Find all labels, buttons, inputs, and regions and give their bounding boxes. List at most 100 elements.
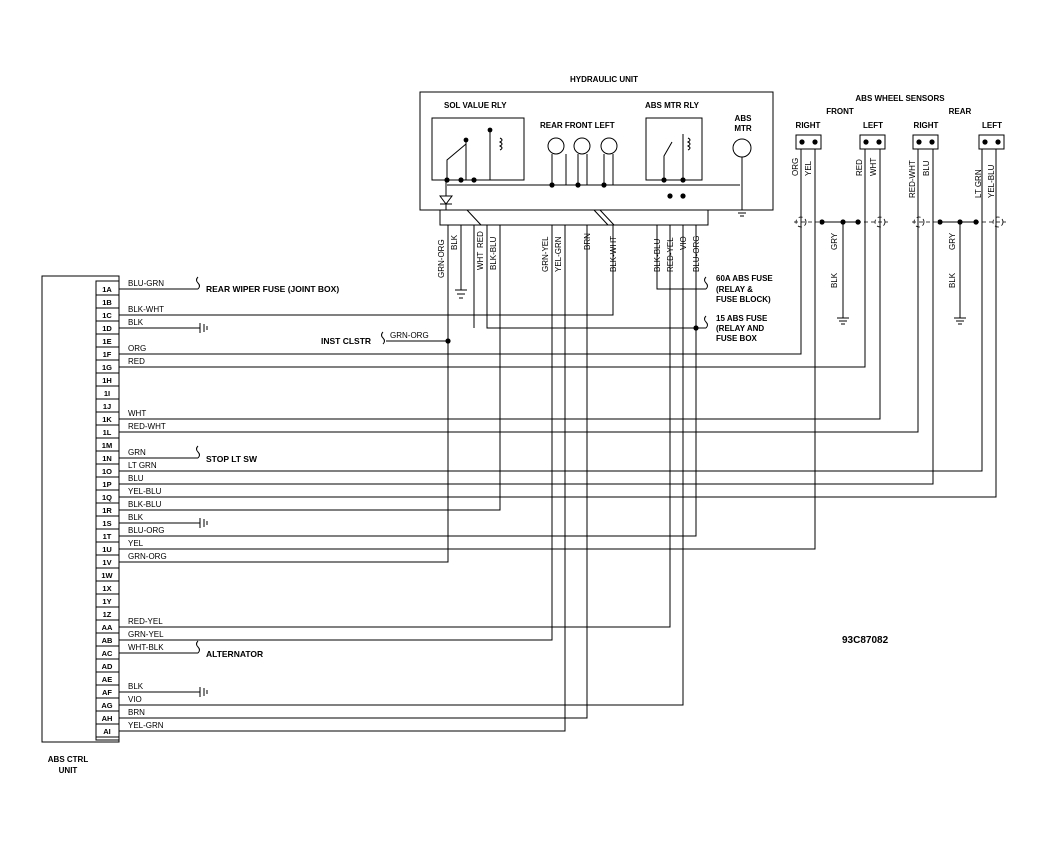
pin-wires: [119, 149, 997, 732]
wire-to-60a-fuse: [656, 225, 706, 290]
wire-1r: [119, 225, 501, 511]
rear-wiper-fuse-label: REAR WIPER FUSE (JOINT BOX): [206, 284, 339, 294]
pin-label: 1R: [102, 506, 112, 515]
pin-label: 1Y: [102, 597, 111, 606]
front-label: FRONT: [826, 107, 854, 116]
pin-label: 1D: [102, 324, 112, 333]
fuse-15-label-1: 15 ABS FUSE: [716, 314, 768, 323]
rear-gry-label: GRY: [948, 232, 957, 250]
pin-label: 1L: [103, 428, 112, 437]
sol-relay-dot-4: [458, 177, 464, 183]
fuse-symbol-1a: [196, 276, 200, 290]
pin-label: 1F: [103, 350, 112, 359]
front-shield-drain: [822, 221, 858, 318]
fuse-15-label-2: (RELAY AND: [716, 324, 764, 333]
wire-label-1a: BLU-GRN: [128, 279, 164, 288]
pin-label: 1V: [102, 558, 111, 567]
ground-af-icon: [199, 687, 208, 697]
hyd-wire-label-10: RED-YEL: [666, 237, 675, 272]
front-right-sensor: [795, 134, 822, 150]
inst-clstr-connector: [381, 331, 385, 345]
abs-mtr-relay-box: [645, 117, 703, 181]
pin-label: 1C: [102, 311, 112, 320]
diagram-code: 93C87082: [842, 635, 889, 646]
wire-1p: [119, 149, 934, 485]
abs-mtr-label-2: MTR: [734, 124, 752, 133]
wire-1b: [119, 225, 614, 316]
wire-label-1b: BLK-WHT: [128, 305, 164, 314]
fuse-15-label-3: FUSE BOX: [716, 334, 758, 343]
front-left-label: LEFT: [863, 121, 883, 130]
sol-value-relay-box: [431, 117, 525, 181]
hyd-wire-label-0: GRN-ORG: [437, 239, 446, 278]
pin-label: 1X: [102, 584, 111, 593]
wire-1l: [119, 149, 919, 433]
rr-wire-label-0: RED-WHT: [908, 160, 917, 198]
wire-label-1p: BLU: [128, 474, 144, 483]
shield-oval-4: [992, 216, 1004, 228]
pin-label: AB: [102, 636, 113, 645]
pin-label: 1S: [102, 519, 111, 528]
fl-wire-label-1: WHT: [869, 158, 878, 176]
stop-lt-sw-label: STOP LT SW: [206, 454, 258, 464]
pin-label: 1P: [102, 480, 111, 489]
rear-ground-icon: [954, 317, 966, 325]
solenoid-leads: [551, 154, 614, 185]
fr-wire-label-1: YEL: [804, 160, 813, 176]
rear-label: REAR: [949, 107, 972, 116]
rr-wire-label-1: BLU: [922, 160, 931, 176]
mtr-relay-coil-icon: [686, 137, 691, 151]
wire-to-15-fuse: [486, 225, 706, 329]
sol-value-rly-label: SOL VALUE RLY: [444, 101, 507, 110]
hyd-wire-label-7: BRN: [583, 233, 592, 250]
hyd-wire-label-8: BLK-WHT: [609, 236, 618, 272]
pin-label: 1U: [102, 545, 112, 554]
mtr-relay-dot-2: [680, 177, 686, 183]
abs-ctrl-label-2: UNIT: [59, 766, 78, 775]
pin-label: AA: [102, 623, 113, 632]
wire-ah: [119, 225, 588, 719]
inst-clstr-wire-label: GRN-ORG: [390, 331, 429, 340]
pin-label: 1K: [102, 415, 112, 424]
wire-ai: [119, 225, 566, 732]
pin-label: 1O: [102, 467, 112, 476]
front-right-label: RIGHT: [796, 121, 821, 130]
wire-label-1k: WHT: [128, 409, 146, 418]
fuse-60a-symbol: [704, 276, 708, 290]
shield-oval-2: [874, 216, 886, 228]
wire-label-1v: GRN-ORG: [128, 552, 167, 561]
wire-ag: [119, 225, 684, 706]
pin-label: 1G: [102, 363, 112, 372]
front-ground-icon: [837, 317, 849, 325]
hyd-wire-label-2: WHT: [476, 252, 485, 270]
pin-label: 1N: [102, 454, 112, 463]
wire-1v: [119, 225, 449, 563]
sol-relay-dot-2: [487, 127, 493, 133]
wire-label-1d: BLK: [128, 318, 144, 327]
fuse-15-symbol: [704, 315, 708, 329]
abs-motor-ground-icon: [736, 209, 748, 217]
rear-drain-dot-2: [957, 219, 963, 225]
front-blk-label: BLK: [830, 272, 839, 288]
rear-drain-dot-1: [937, 219, 943, 225]
pin-label: AD: [102, 662, 113, 671]
pin-label: AC: [102, 649, 113, 658]
connector-cavities: [466, 209, 615, 226]
wire-1o: [119, 149, 983, 472]
alternator-label: ALTERNATOR: [206, 649, 263, 659]
hydraulic-ground-icon: [455, 289, 467, 299]
pin-label: AE: [102, 675, 112, 684]
wire-1k: [119, 149, 881, 420]
hyd-wire-label-12: BLU-ORG: [692, 236, 701, 272]
wire-label-1g: RED: [128, 357, 145, 366]
pin-label: 1A: [102, 285, 112, 294]
wire-1u: [119, 149, 816, 550]
fuse-60a-label-2: (RELAY &: [716, 285, 753, 294]
solenoid-dot-1: [549, 182, 555, 188]
front-drain-dot-2: [840, 219, 846, 225]
front-gry-label: GRY: [830, 232, 839, 250]
wire-label-1r: BLK-BLU: [128, 500, 162, 509]
wire-label-ah: BRN: [128, 708, 145, 717]
hyd-wire-label-1: BLK: [450, 234, 459, 250]
